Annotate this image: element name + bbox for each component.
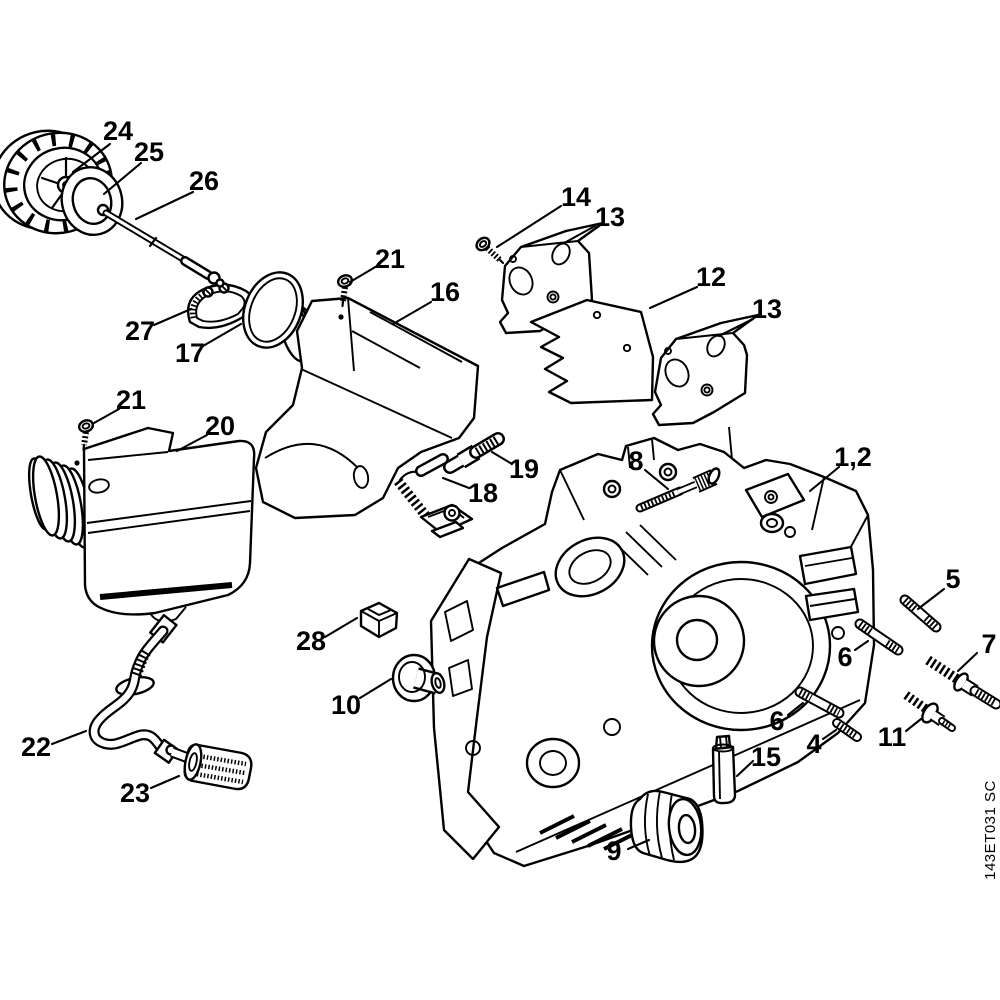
callout-23: 23 (120, 778, 150, 808)
callout-19: 19 (509, 454, 539, 484)
callout-26: 26 (189, 166, 219, 196)
callout-15: 15 (751, 742, 781, 772)
part-5-stud (899, 594, 942, 633)
part-13-heat-shield-right (651, 313, 760, 427)
callout-25: 25 (134, 137, 164, 167)
part-12-baffle-plate (529, 298, 655, 405)
callout-9: 9 (606, 836, 621, 866)
part-4-pin (832, 718, 862, 742)
part-23-fuel-filter (165, 743, 253, 791)
callout-21-top: 21 (375, 244, 405, 274)
part-28-plug (359, 601, 399, 639)
part-14-screw (475, 236, 505, 265)
part-6-stud-upper (854, 618, 904, 656)
part-21-screw-left (77, 419, 95, 452)
callout-13-lower: 13 (752, 294, 782, 324)
part-22-fuel-hose (88, 613, 180, 764)
part-27-retainer (186, 282, 253, 330)
part-1-2-crankcase (429, 436, 876, 868)
part-8-screw (635, 467, 721, 513)
callout-22: 22 (21, 732, 51, 762)
callout-21-left: 21 (116, 385, 146, 415)
callout-14: 14 (561, 182, 591, 212)
part-21-screw-top (336, 274, 354, 308)
callout-18: 18 (468, 478, 498, 508)
part-16-tank-housing (254, 296, 480, 520)
callout-28: 28 (296, 626, 326, 656)
callout-1-2: 1,2 (834, 442, 872, 472)
part-9-annular-buffer (629, 789, 704, 864)
part-26-retainer-rod (96, 203, 225, 288)
callout-17: 17 (175, 338, 205, 368)
callout-11: 11 (878, 722, 907, 752)
callout-labels: 24 25 26 27 17 21 16 14 13 12 13 21 20 1… (21, 116, 997, 866)
part-19-connector (443, 432, 505, 474)
callout-7: 7 (981, 629, 996, 659)
callout-8: 8 (628, 446, 643, 476)
part-10-grommet (391, 653, 446, 703)
callout-27: 27 (125, 316, 155, 346)
part-11-spring-screw (903, 691, 956, 732)
leader-lines (50, 142, 979, 851)
callout-16: 16 (430, 277, 460, 307)
callout-10: 10 (331, 690, 361, 720)
part-17-sealing-ring (242, 271, 304, 349)
callout-6-upper: 6 (837, 642, 852, 672)
part-15-plug (711, 734, 737, 805)
callout-5: 5 (945, 564, 960, 594)
callout-13-upper: 13 (595, 202, 625, 232)
part-6-stud-lower (794, 686, 845, 719)
callout-12: 12 (696, 262, 726, 292)
part-20-fuel-tank (27, 426, 256, 623)
callout-24: 24 (103, 116, 133, 146)
callout-20: 20 (205, 411, 235, 441)
callout-4: 4 (806, 729, 821, 759)
callout-6-lower: 6 (769, 706, 784, 736)
part-18-wire-assembly (394, 453, 474, 539)
drawing-number: 143ET031 SC (982, 780, 999, 880)
part-7-spring-screw (925, 655, 1000, 710)
